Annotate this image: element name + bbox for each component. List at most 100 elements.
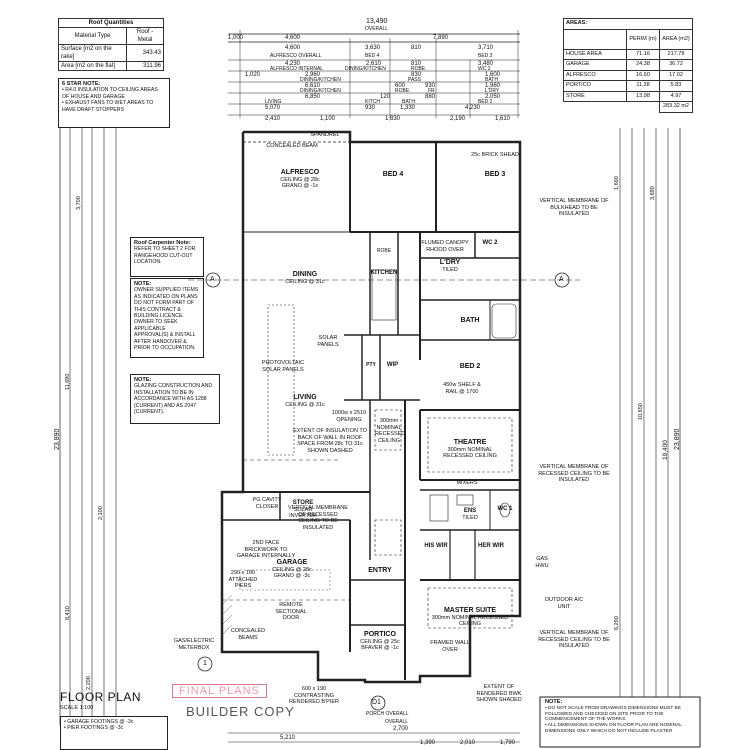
room-label: WC 1 bbox=[497, 506, 513, 512]
top-label: WC 2 bbox=[478, 66, 491, 72]
room-label: KITCHEN bbox=[370, 270, 398, 276]
top-label: DINING/KITCHEN bbox=[300, 77, 341, 83]
brickwork-note: 2ND FACE BRICKWORK TO GARAGE INTERNALLY bbox=[236, 540, 296, 559]
bottom-dim: 2,010 bbox=[460, 740, 476, 746]
top-dim: 2,610 bbox=[366, 61, 382, 67]
top-label: LIVING bbox=[265, 99, 282, 105]
top-label: BATH bbox=[485, 77, 498, 83]
room-sub: 300mm NOMINAL RECESSED CEILING bbox=[443, 446, 497, 460]
outdoor-ac-note: OUTDOOR A/C UNIT bbox=[544, 597, 584, 610]
left-dim: 2,100 bbox=[98, 506, 104, 520]
room-sub: 300mm NOMINAL RECESSED CEILING bbox=[431, 614, 509, 628]
room-label: STORE bbox=[292, 500, 314, 506]
contrasting-pier-note: 600 x 190 CONTRASTING RENDERED B'PIER bbox=[289, 686, 339, 705]
glazing-note: NOTE: GLAZING CONSTRUCTION AND INSTALLAT… bbox=[130, 374, 220, 424]
bottom-dim: 1,390 bbox=[420, 740, 436, 746]
roof-carpenter-note-title: Roof Carpenter Note: bbox=[134, 240, 191, 246]
top-label: BED 3 bbox=[478, 53, 493, 59]
roof-carpenter-note: Roof Carpenter Note: REFER TO SHEET 2 FO… bbox=[130, 237, 204, 277]
areas-total: 283.32 m2 bbox=[659, 101, 693, 113]
six-star-note-item: EXHAUST FANS TO WET AREAS TO HAVE DRAFT … bbox=[62, 100, 154, 113]
top-dim: 3,630 bbox=[365, 45, 381, 51]
overall-top-dim: 13,490 bbox=[366, 18, 388, 25]
room-label: ENS bbox=[463, 508, 477, 514]
opening-note: 1000w x 2510 OPENING bbox=[331, 410, 367, 423]
room-his-wir: HIS WIR bbox=[423, 543, 449, 550]
top-label: PASS bbox=[408, 77, 421, 83]
top-dim: 2,050 bbox=[485, 94, 501, 100]
photovoltaic-note: PHOTOVOLTAIC SOLAR PANELS bbox=[261, 360, 305, 373]
top-dim: 7,890 bbox=[433, 35, 449, 41]
top-label: ALFRESCO OVERALL bbox=[270, 53, 322, 59]
room-label: HER WIR bbox=[478, 543, 504, 549]
top-dim: 880 bbox=[425, 94, 436, 100]
vm-recessed-note: VERTICAL MEMBRANE OF RECESSED CEILING TO… bbox=[288, 505, 348, 531]
room-bed3: BED 3 bbox=[470, 171, 520, 179]
floor-plan-scale: SCALE 1:100 bbox=[60, 705, 94, 711]
top-label: ALFRESCO INTERNAL bbox=[270, 66, 324, 72]
top-dim: 810 bbox=[411, 61, 422, 67]
top-dim: 3,480 bbox=[478, 61, 494, 67]
top-dim: 3,710 bbox=[478, 45, 494, 51]
top-label: ROBE bbox=[395, 88, 410, 94]
floor-plan-title: FLOOR PLAN bbox=[60, 690, 142, 704]
overall-top-label: OVERALL bbox=[365, 26, 389, 32]
solar-panels-note: SOLAR PANELS bbox=[317, 335, 339, 348]
room-robe: ROBE bbox=[376, 248, 392, 254]
top-dim: 930 bbox=[425, 83, 436, 89]
concealed-beam-note: CONCEALED BEAM bbox=[266, 143, 318, 149]
meter-box-note: GAS/ELECTRIC METERBOX bbox=[173, 638, 215, 651]
room-sub: CEILING @ 31c bbox=[285, 401, 325, 408]
room-label: BED 4 bbox=[382, 171, 404, 178]
room-kitchen: KITCHEN bbox=[368, 270, 400, 277]
room-label: PORTICO bbox=[364, 631, 396, 638]
left-dim: 11,690 bbox=[65, 373, 71, 390]
right-dim: 10,650 bbox=[638, 403, 644, 420]
left-dim: 3,700 bbox=[76, 196, 82, 210]
top-dim: 1,330 bbox=[400, 105, 416, 111]
nominal-recessed-note: 300mm NOMINAL RECESSED CEILING bbox=[375, 418, 406, 444]
section-marker-a: A bbox=[559, 276, 564, 283]
overall-right-dim: 23,890 bbox=[674, 428, 681, 450]
room-entry: ENTRY bbox=[365, 567, 395, 575]
six-star-note-item: R4.0 INSULATION TO CEILING AREAS OF HOUS… bbox=[62, 87, 158, 100]
top-dim: 1,100 bbox=[320, 116, 336, 122]
six-star-note: 6 STAR NOTE: • R4.0 INSULATION TO CEILIN… bbox=[58, 78, 170, 128]
room-sub: CEILING @ 25c BFAVER @ -1c bbox=[360, 638, 400, 652]
vm-recessed-note: VERTICAL MEMBRANE OF RECESSED CEILING TO… bbox=[538, 464, 610, 483]
top-label: DINING/KITCHEN bbox=[300, 88, 341, 94]
builder-copy-stamp: BUILDER COPY bbox=[186, 704, 295, 719]
owner-note-text: OWNER SUPPLIED ITEMS AS INDICATED ON PLA… bbox=[134, 287, 199, 352]
insulation-note: EXTENT OF INSULATION TO BACK OF WALL IN … bbox=[293, 428, 367, 454]
right-dim: 6,290 bbox=[614, 616, 620, 630]
room-wc1: WC 1 bbox=[493, 506, 517, 513]
room-pantry: PTY bbox=[362, 362, 380, 369]
section-marker-d1: D1 bbox=[372, 699, 381, 706]
right-dim: 3,690 bbox=[650, 186, 656, 200]
vm-bulkhead-note: VERTICAL MEMBRANE OF BULKHEAD TO BE INSU… bbox=[539, 198, 609, 217]
room-label: LIVING bbox=[293, 394, 317, 401]
top-dim: 810 bbox=[411, 45, 422, 51]
render-bwk-note: EXTENT OF RENDERED BWK SHOWN SHADED bbox=[476, 684, 522, 703]
room-wc2: WC 2 bbox=[475, 240, 505, 247]
bottom-dim: 1,790 bbox=[500, 740, 516, 746]
top-dim: 2,410 bbox=[265, 116, 281, 122]
attached-piers-note: 290 x 190 ATTACHED PIERS bbox=[228, 570, 258, 589]
room-sub: CEILING @ 28c GRANO @ -3c bbox=[272, 566, 312, 580]
right-dim: 1,690 bbox=[614, 176, 620, 190]
top-dim: 2,190 bbox=[450, 116, 466, 122]
disclaimer-note: NOTE: • DO NOT SCALE FROM DRAWINGS DIMEN… bbox=[545, 699, 682, 734]
remote-door-note: REMOTE SECTIONAL DOOR bbox=[275, 602, 307, 621]
room-label: WC 2 bbox=[482, 240, 498, 246]
pg-closer-note: PG CAVITY CLOSER bbox=[252, 497, 282, 510]
footing-item: PIER FOOTINGS @ -3c bbox=[67, 725, 124, 732]
top-dim: 4,600 bbox=[285, 35, 301, 41]
room-sub: TILED bbox=[442, 266, 458, 273]
